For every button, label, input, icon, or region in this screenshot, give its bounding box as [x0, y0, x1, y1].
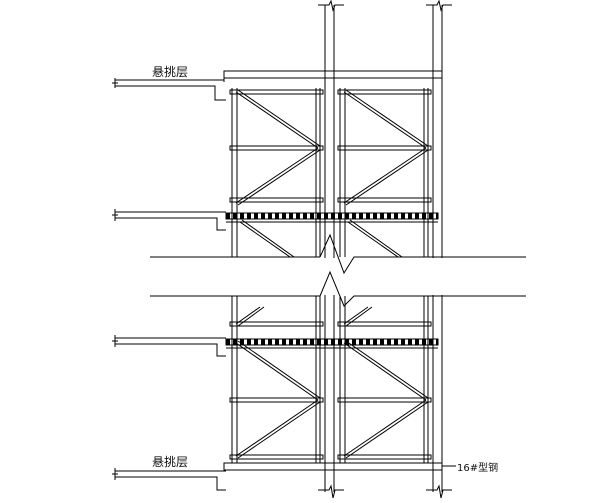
steel-beam-lower [225, 338, 439, 349]
cantilever-slab-bottom [112, 462, 442, 491]
cantilever-slab-top [112, 78, 226, 101]
steel-beam-upper [225, 212, 439, 223]
cantilever-layer-label-bottom: 悬挑层 [152, 455, 189, 469]
cantilever-slab-mid-bottom [112, 335, 226, 357]
top-beam [223, 70, 442, 82]
cantilever-layer-label-top: 悬挑层 [152, 65, 189, 79]
floor-break-band [150, 233, 526, 307]
wall-columns [318, 0, 452, 499]
scaffold-frames [229, 88, 432, 463]
steel-beam-label: 16#型钢 [457, 463, 499, 474]
cantilever-slab-mid-top [112, 209, 226, 231]
